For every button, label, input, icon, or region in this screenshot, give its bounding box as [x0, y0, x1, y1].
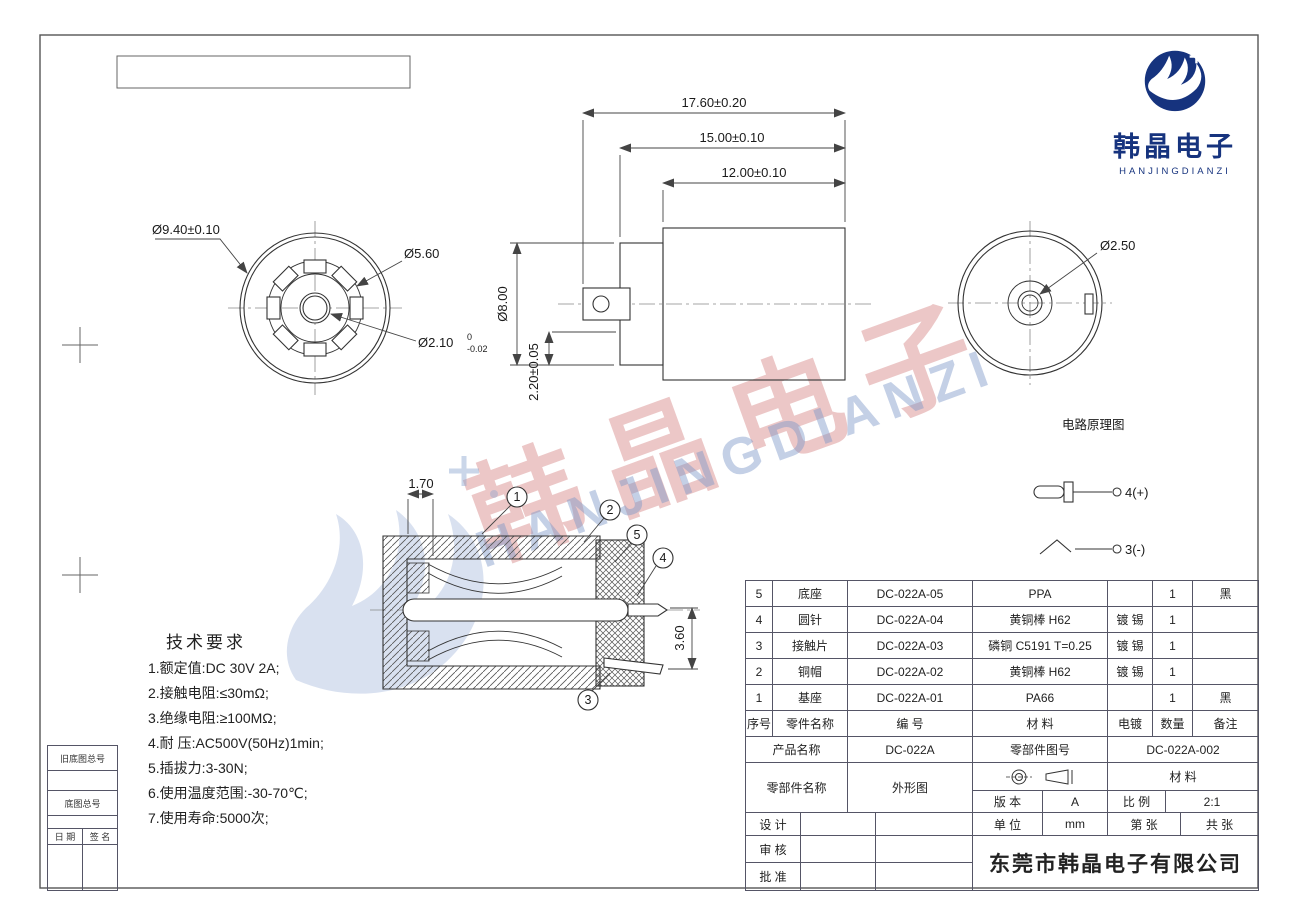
- sign-cell: [83, 845, 118, 891]
- castellation-teeth: [266, 259, 364, 357]
- design-name-cell: [801, 813, 876, 836]
- company-name: 东莞市韩晶电子有限公司: [973, 836, 1259, 891]
- registration-mark: [62, 557, 98, 593]
- schematic-title: 电路原理图: [1062, 417, 1125, 432]
- dim-rear-hole: Ø2.50: [1100, 238, 1135, 253]
- tech-item: 1.额定值:DC 30V 2A;: [148, 660, 280, 676]
- title-block: 产品名称 DC-022A 零部件图号 DC-022A-002 零部件名称 外形图…: [745, 736, 1259, 891]
- registration-mark: [62, 327, 98, 363]
- product-name-value: DC-022A: [848, 737, 973, 763]
- tech-item: 6.使用温度范围:-30-70℃;: [148, 785, 308, 801]
- tech-requirements-title: 技术要求: [166, 633, 246, 652]
- tech-item: 7.使用寿命:5000次;: [148, 810, 269, 826]
- dim-front-hole-tol-upper: 0: [467, 332, 472, 342]
- version-label: 版 本: [973, 791, 1043, 813]
- company-name-en: HANJINGDIANZI: [1119, 166, 1231, 177]
- approve-name-cell: [801, 863, 876, 891]
- side-view: 17.60±0.20 15.00±0.10 12.00±0.10 Ø8.00 2…: [495, 95, 872, 401]
- design-date-cell: [876, 813, 973, 836]
- tech-item: 3.绝缘电阻:≥100MΩ;: [148, 710, 277, 726]
- section-view: 1.70 3.60 1 2 5 4: [370, 476, 700, 711]
- solder-lug: [582, 287, 631, 321]
- approve-date-cell: [876, 863, 973, 891]
- bom-header-row: 序号零件名称 编 号材 料 电镀数量 备注: [745, 710, 1259, 737]
- sheet-total-label: 共 张: [1181, 813, 1259, 836]
- dim-front-hole-tol-lower: -0.02: [467, 344, 488, 354]
- material-label: 材 料: [1108, 763, 1259, 791]
- date-label: 日 期: [48, 829, 83, 845]
- keying-slot: [1084, 293, 1094, 315]
- tech-item: 2.接触电阻:≤30mΩ;: [148, 685, 269, 701]
- dim-front-mid: Ø5.60: [404, 246, 439, 261]
- part-name-value: 外形图: [848, 763, 973, 813]
- part-no-label: 零部件图号: [973, 737, 1108, 763]
- svg-text:5: 5: [634, 528, 641, 542]
- dim-side-step: 2.20±0.05: [526, 343, 541, 401]
- rear-view: Ø2.50: [948, 221, 1135, 385]
- schematic-pin-positive: 4(+): [1125, 485, 1148, 500]
- design-label: 设 计: [746, 813, 801, 836]
- company-name-cn: 韩晶电子: [1113, 132, 1237, 162]
- unit-value: mm: [1043, 813, 1108, 836]
- circuit-schematic: 电路原理图 4(+) 3(-): [1033, 417, 1148, 557]
- version-value: A: [1043, 791, 1108, 813]
- balloon-2: 2: [583, 499, 621, 543]
- technical-requirements: 技术要求 1.额定值:DC 30V 2A; 2.接触电阻:≤30mΩ; 3.绝缘…: [148, 630, 418, 831]
- check-name-cell: [801, 836, 876, 863]
- dim-section-b: 3.60: [672, 625, 687, 650]
- svg-text:3: 3: [585, 693, 592, 707]
- dim-side-dia: Ø8.00: [495, 286, 510, 321]
- dim-side-total: 17.60±0.20: [682, 95, 747, 110]
- svg-text:1: 1: [514, 490, 521, 504]
- balloon-4: 4: [636, 547, 674, 597]
- old-base-no-label: 旧底图总号: [48, 746, 118, 771]
- projection-symbol-circle-icon: [1006, 769, 1032, 784]
- front-view: Ø9.40±0.10 Ø5.60 Ø2.10 0 -0.02: [152, 221, 488, 395]
- unit-label: 单 位: [973, 813, 1043, 836]
- svg-text:4: 4: [660, 551, 667, 565]
- margin-block: 旧底图总号 底图总号 日 期 签 名: [47, 745, 118, 891]
- contact-terminal: [603, 657, 664, 675]
- logo-emblem-icon: [1144, 49, 1207, 112]
- check-label: 审 核: [746, 836, 801, 863]
- part-name-label: 零部件名称: [746, 763, 848, 813]
- svg-text:2: 2: [607, 503, 614, 517]
- part-no-value: DC-022A-002: [1108, 737, 1259, 763]
- dim-section-a: 1.70: [408, 476, 433, 491]
- scale-label: 比 例: [1108, 791, 1166, 813]
- product-name-label: 产品名称: [746, 737, 848, 763]
- revision-box: [116, 55, 411, 89]
- dim-front-hole: Ø2.10: [418, 335, 453, 350]
- company-logo: 韩晶电子 HANJINGDIANZI: [1095, 40, 1255, 177]
- balloon-3: 3: [577, 672, 611, 711]
- dim-side-mid: 15.00±0.10: [700, 130, 765, 145]
- balloon-5: 5: [614, 524, 648, 563]
- sheet-frame: [39, 34, 1259, 889]
- sign-label: 签 名: [83, 829, 118, 845]
- check-date-cell: [876, 836, 973, 863]
- pin-terminal: [627, 603, 668, 617]
- tech-item: 5.插拔力:3-30N;: [148, 760, 248, 776]
- schematic-pin-negative: 3(-): [1125, 542, 1145, 557]
- scale-value: 2:1: [1166, 791, 1259, 813]
- sheet-label: 第 张: [1108, 813, 1181, 836]
- old-base-no-cell: [48, 771, 118, 791]
- base-no-label: 底图总号: [48, 791, 118, 816]
- tech-item: 4.耐 压:AC500V(50Hz)1min;: [148, 735, 324, 751]
- base-no-cell: [48, 816, 118, 829]
- projection-symbol-cone-icon: [1045, 768, 1073, 785]
- balloon-1: 1: [481, 486, 528, 535]
- dim-side-body: 12.00±0.10: [722, 165, 787, 180]
- dim-front-outer: Ø9.40±0.10: [152, 222, 220, 237]
- approve-label: 批 准: [746, 863, 801, 891]
- date-cell: [48, 845, 83, 891]
- projection-symbols: [973, 763, 1108, 791]
